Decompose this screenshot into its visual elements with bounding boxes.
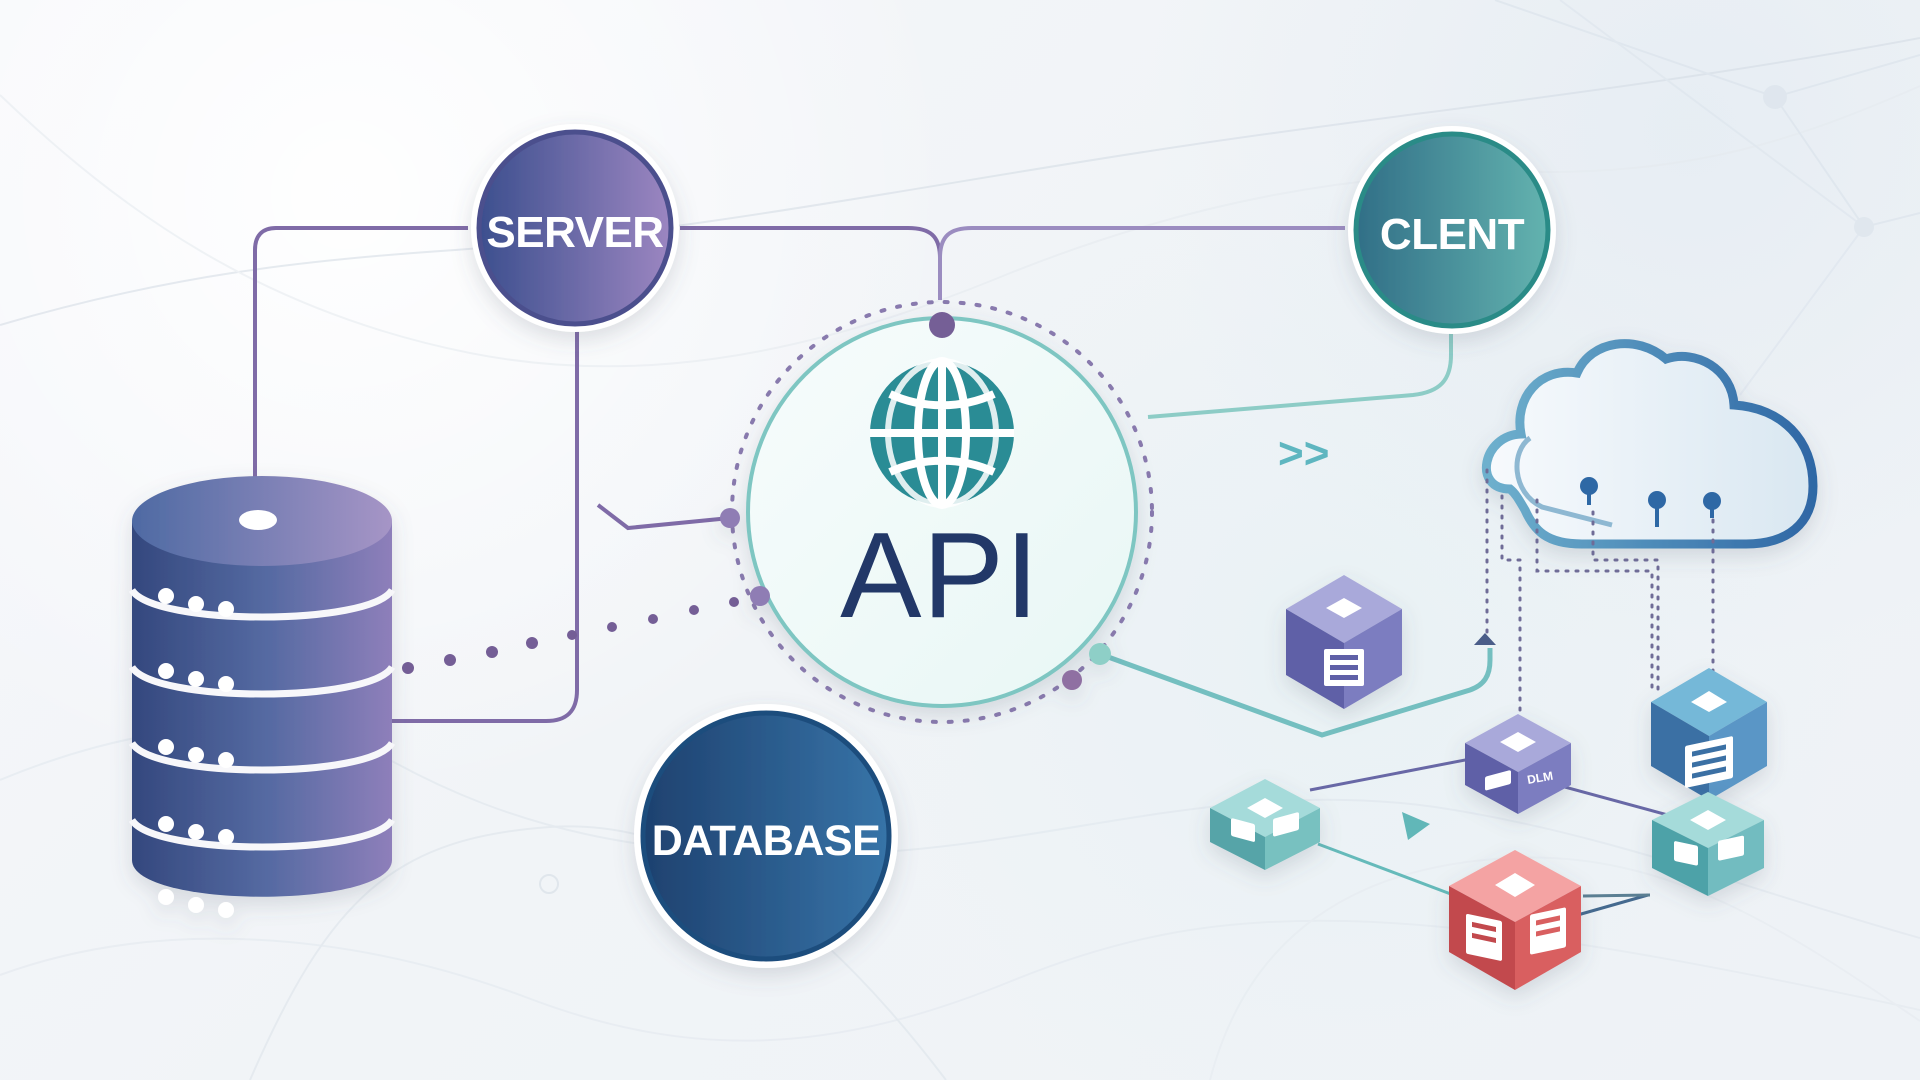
cloud-icon [1481, 339, 1818, 549]
client-label: CLENT [1380, 210, 1525, 259]
cube-icon: DLM [1465, 714, 1571, 814]
api-hub: API [720, 312, 1138, 708]
cube-icon [1449, 850, 1581, 990]
dotted-connections [402, 597, 739, 674]
server-label: SERVER [486, 208, 663, 257]
flow-arrow-label: >> [1278, 429, 1329, 478]
api-label: API [840, 507, 1040, 643]
client-node: CLENT [1348, 126, 1556, 334]
server-node: SERVER [471, 124, 679, 332]
globe-icon [870, 357, 1014, 509]
database-stack [128, 476, 396, 918]
database-node: DATABASE [634, 704, 898, 968]
dotted-cloud-links [1485, 468, 1715, 724]
cube-icon [1651, 668, 1767, 800]
database-label: DATABASE [652, 817, 881, 865]
cube-icon [1652, 792, 1764, 896]
cube-icon [1286, 575, 1402, 709]
flow-arrow: >> [1278, 429, 1329, 478]
cube-icon [1210, 779, 1320, 870]
network-text: DLM [1526, 769, 1554, 787]
